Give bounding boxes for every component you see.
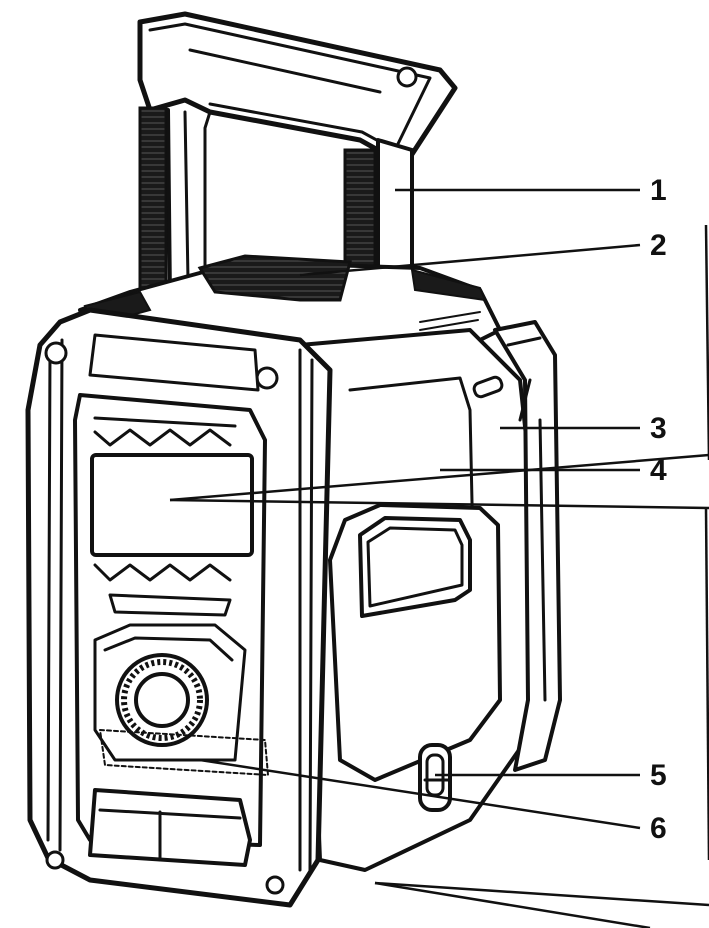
handle-pivot-screw-top [396,66,418,88]
battery-cover [328,503,502,782]
bottom-pointer-b [374,881,651,928]
callout-5: 5 [650,759,667,792]
callout-1: 1 [650,174,667,207]
volume-knob [115,653,209,747]
latch-slider [418,743,452,812]
nameplate-outline [99,729,269,776]
callout-2: 2 [650,229,667,262]
leader-6 [199,758,641,830]
leader-2 [299,243,641,277]
battery-window [358,516,472,618]
display-pointer-lower [169,498,709,510]
bottom-foot [88,788,252,867]
callout-4: 4 [650,454,667,487]
handle-left-grip [138,106,168,310]
display-pointer-upper [169,453,709,502]
bottom-pointer-a [374,881,709,907]
display-screen [90,453,254,557]
callout-labels: 1 2 3 4 5 6 [650,174,667,845]
front-panel [73,393,267,847]
callout-6: 6 [650,812,667,845]
callout-3: 3 [650,412,667,445]
top-grip-pad [197,254,352,302]
